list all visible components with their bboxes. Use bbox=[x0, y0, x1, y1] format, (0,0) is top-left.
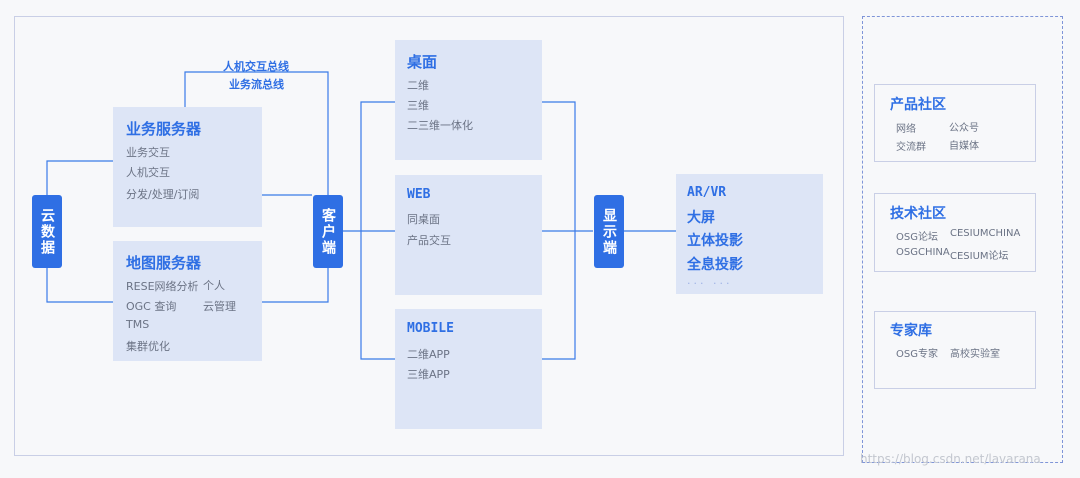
client-to-desktop-connector bbox=[360, 101, 395, 231]
expert-library-box: 专家库 OSG专家 高校实验室 bbox=[874, 311, 1036, 389]
display-target-item: 全息投影 bbox=[687, 257, 743, 273]
web-item: 同桌面 bbox=[407, 213, 440, 226]
expert-library-item: OSG专家 bbox=[896, 349, 938, 360]
product-community-box: 产品社区 网络 公众号 交流群 自媒体 bbox=[874, 84, 1036, 162]
product-community-title: 产品社区 bbox=[890, 97, 946, 113]
bus-connector bbox=[184, 71, 329, 195]
map-server-item: 个人 bbox=[203, 279, 225, 292]
mobile-item: 二维APP bbox=[407, 348, 450, 361]
display-target-item: 大屏 bbox=[687, 210, 715, 226]
cloud-to-business-connector bbox=[46, 160, 120, 195]
bus-label-hci: 人机交互总线 bbox=[223, 60, 289, 73]
tech-community-title: 技术社区 bbox=[890, 206, 946, 222]
map-server-item: OGC 查询 bbox=[126, 300, 177, 313]
cloud-to-map-connector bbox=[46, 268, 120, 303]
display-target-item: 立体投影 bbox=[687, 233, 743, 249]
business-server-box: 业务服务器 业务交互 人机交互 分发/处理/订阅 bbox=[113, 107, 262, 227]
expert-library-item: 高校实验室 bbox=[950, 349, 1000, 360]
cloud-data-tag: 云数据 bbox=[32, 195, 62, 268]
desktop-item: 二维 bbox=[407, 79, 429, 92]
map-server-item: RESE网络分析 bbox=[126, 280, 199, 293]
display-targets-box: AR/VR 大屏 立体投影 全息投影 ... ... bbox=[676, 174, 823, 294]
map-server-title: 地图服务器 bbox=[126, 254, 202, 272]
mobile-title: MOBILE bbox=[407, 321, 454, 336]
business-server-item: 人机交互 bbox=[126, 166, 170, 179]
display-tag: 显示端 bbox=[594, 195, 624, 268]
product-community-item: 自媒体 bbox=[949, 141, 979, 152]
tech-community-item: CESIUM论坛 bbox=[950, 251, 1009, 262]
mobile-box: MOBILE 二维APP 三维APP bbox=[395, 309, 542, 429]
display-target-more: ... ... bbox=[687, 274, 733, 287]
desktop-item: 二三维一体化 bbox=[407, 119, 473, 132]
desktop-title: 桌面 bbox=[407, 53, 438, 71]
expert-library-title: 专家库 bbox=[890, 323, 932, 339]
product-community-item: 公众号 bbox=[949, 123, 979, 134]
product-community-item: 交流群 bbox=[896, 142, 926, 153]
client-tag: 客户端 bbox=[313, 195, 343, 268]
tech-community-item: OSGCHINA bbox=[896, 247, 950, 258]
product-community-item: 网络 bbox=[896, 124, 916, 135]
business-server-item: 分发/处理/订阅 bbox=[126, 188, 200, 201]
desktop-to-display-connector bbox=[542, 101, 576, 231]
tech-community-item: OSG论坛 bbox=[896, 232, 938, 243]
map-server-box: 地图服务器 RESE网络分析 个人 OGC 查询 云管理 TMS 集群优化 bbox=[113, 241, 262, 361]
map-server-item: TMS bbox=[126, 318, 150, 331]
tech-community-item: CESIUMCHINA bbox=[950, 228, 1021, 239]
bus-label-business-flow: 业务流总线 bbox=[229, 78, 284, 91]
web-item: 产品交互 bbox=[407, 234, 451, 247]
web-title: WEB bbox=[407, 187, 431, 202]
client-to-mobile-connector bbox=[360, 231, 395, 360]
web-box: WEB 同桌面 产品交互 bbox=[395, 175, 542, 295]
map-server-item: 云管理 bbox=[203, 300, 236, 313]
map-to-client-connector bbox=[262, 268, 329, 303]
desktop-item: 三维 bbox=[407, 99, 429, 112]
business-server-item: 业务交互 bbox=[126, 146, 170, 159]
display-target-item: AR/VR bbox=[687, 185, 727, 200]
desktop-box: 桌面 二维 三维 二三维一体化 bbox=[395, 40, 542, 160]
tech-community-box: 技术社区 OSG论坛 CESIUMCHINA OSGCHINA CESIUM论坛 bbox=[874, 193, 1036, 272]
watermark: https://blog.csdn.net/lavarana bbox=[860, 452, 1041, 466]
mobile-item: 三维APP bbox=[407, 368, 450, 381]
mobile-to-display-connector bbox=[542, 231, 576, 360]
map-server-item: 集群优化 bbox=[126, 340, 170, 353]
business-server-title: 业务服务器 bbox=[126, 120, 202, 138]
